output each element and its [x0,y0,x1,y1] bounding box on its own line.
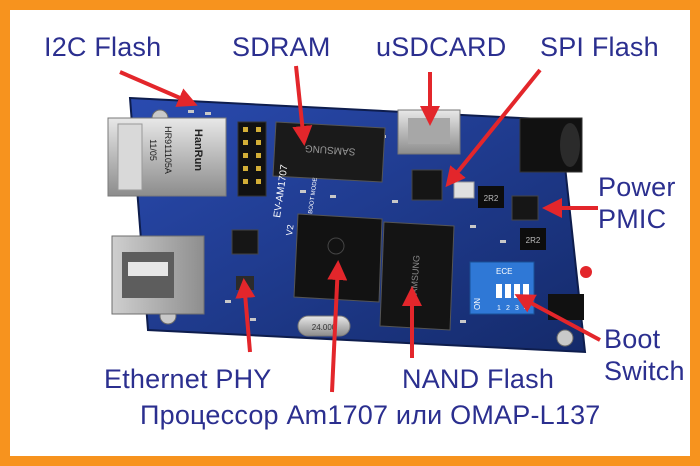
phy-chip [231,229,259,255]
label-power-line1: Power [598,172,676,202]
boot-mode-silk: BOOT MODE [308,177,319,214]
nand-chip: SAMSUNG [379,221,455,331]
board-rev: V2 [284,224,295,236]
sdram-marking: SAMSUNG [304,142,355,157]
label-pmic-line2: PMIC [598,204,667,234]
pin-header [237,121,267,197]
inductor-2: 2R2 [520,228,546,250]
dip-brand: ECE [496,267,512,276]
led [580,266,592,278]
arrow-spi-flash [445,68,542,188]
inductor-1: 2R2 [478,186,504,208]
crystal-marking: 24.000 [312,323,337,332]
label-boot-line1: Boot [604,324,661,354]
small-button [453,181,475,199]
dip-on-label: ON [473,298,482,310]
sdram-chip: SAMSUNG [272,121,386,183]
ethernet-jack: HanRun HR911105A 11/05 [107,117,227,197]
processor-chip [293,213,383,303]
arrow-sdram [292,65,313,146]
dip-number-1: 1 [497,305,501,312]
pmic-chip [511,195,539,221]
label-ethernet-phy: Ethernet PHY [104,364,272,394]
coil-1-marking: 2R2 [484,194,499,203]
label-switch-line2: Switch [604,356,685,386]
label-spi-flash: SPI Flash [540,32,659,62]
dip-number-4: 4 [524,305,528,312]
callout-arrows [119,65,601,393]
power-jack [519,117,583,173]
arrow-i2c-flash [119,70,198,107]
arrow-boot-switch [514,294,601,342]
label-i2c-flash: I2C Flash [44,32,162,62]
label-usdcard: uSDCARD [376,32,507,62]
dip-number-3: 3 [515,305,519,312]
spi-flash-chip [411,169,443,201]
label-sdram: SDRAM [232,32,331,62]
dip-number-2: 2 [506,305,510,312]
arrow-ethernet-phy [235,278,256,353]
usd-slot [397,109,461,155]
label-nand-flash: NAND Flash [402,364,555,394]
jack-part: HR911105A [163,126,173,174]
arrow-processor [327,260,348,393]
coil-2-marking: 2R2 [526,236,541,245]
crystal: 24.000 [297,315,351,337]
dip-switch: ON ECE 1 2 3 4 [469,261,535,315]
usb-port [111,235,205,315]
label-processor: Процессор Am1707 или OMAP-L137 [140,400,601,430]
jack-date: 11/05 [148,139,158,161]
jack-brand: HanRun [192,129,204,171]
